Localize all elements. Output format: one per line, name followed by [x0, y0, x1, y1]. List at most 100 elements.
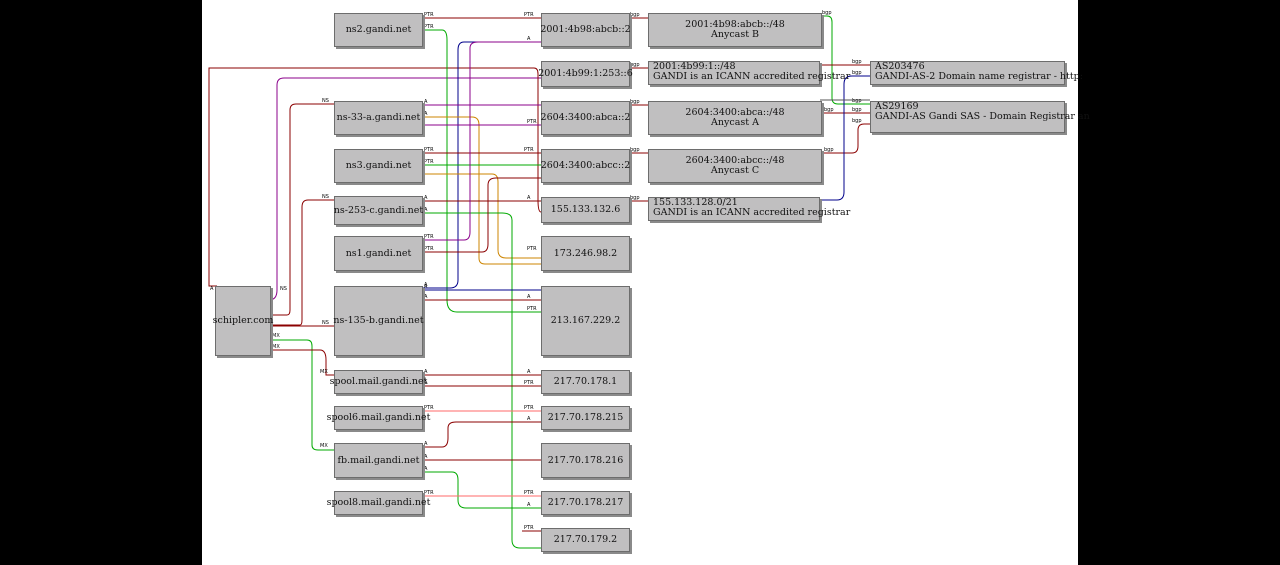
edge-ns-253c-label: NS [322, 194, 329, 200]
node-label: 217.70.178.216 [547, 454, 624, 466]
prefix-desc: GANDI is an ICANN accredited registrar [653, 71, 851, 82]
edge-ns2-a-213-label: PTR [527, 306, 537, 312]
node-label: 2001:4b99:1:253::6 [538, 68, 633, 79]
node-label: 2604:3400:abcc::2 [540, 160, 631, 171]
prefix-label: 2001:4b98:abcb::/48 [685, 19, 785, 30]
edge-ns1-ptr-label: PTR [424, 234, 434, 240]
edge-ns3-a-label: PTR [424, 159, 434, 165]
prefix-desc: GANDI is an ICANN accredited registrar [653, 207, 851, 218]
node-spool6[interactable]: spool6.mail.gandi.net [327, 406, 430, 430]
edge-spool-ptr-label: A [424, 380, 428, 386]
edge-ns33a-173-label: A [424, 111, 428, 117]
node-label: spool8.mail.gandi.net [326, 497, 431, 508]
edge-mx-fb-label: MX [320, 443, 328, 449]
prefix-label: 2604:3400:abca::/48 [685, 107, 785, 118]
node-ip-178216[interactable]: 217.70.178.216 [541, 443, 630, 478]
edge-ns3-abcc-label: PTR [424, 147, 434, 153]
node-label: 155.133.132.6 [550, 204, 621, 215]
edge-ns2-a-213-label: PTR [424, 24, 434, 30]
edge-spool8-ptr-label: PTR [424, 490, 434, 496]
as-label: AS29169 [875, 101, 919, 112]
node-ip-213[interactable]: 213.167.229.2 [541, 286, 630, 356]
edge-ns33a-ptr-label: PTR [527, 119, 537, 125]
node-label: ns-135-b.gandi.net [333, 315, 424, 326]
prefix-desc: Anycast B [710, 29, 760, 40]
node-ip-4b99[interactable]: 2001:4b99:1:253::6 [538, 61, 633, 87]
edge-fb-217 [421, 471, 541, 509]
as-label: AS203476 [875, 61, 925, 72]
edge-ns135b-213-label: A [424, 294, 428, 300]
node-ip-155[interactable]: 155.133.132.6 [541, 197, 630, 223]
edge-top-loop-label: A [210, 286, 214, 292]
node-spool8[interactable]: spool8.mail.gandi.net [327, 491, 430, 515]
node-ip-1781[interactable]: 217.70.178.1 [541, 370, 630, 394]
edge-spool8-ptr-label: PTR [524, 490, 534, 496]
node-label: ns-253-c.gandi.net [333, 204, 424, 216]
node-label: schipler.com [212, 315, 274, 326]
node-label: 173.246.98.2 [553, 247, 618, 259]
node-ns1[interactable]: ns1.gandi.net [334, 236, 423, 271]
node-ns253c[interactable]: ns-253-c.gandi.net [334, 196, 423, 225]
prefix-label: 155.133.128.0/21 [653, 197, 738, 208]
edge-ns33a-abca-label: A [424, 99, 428, 105]
node-label: spool.mail.gandi.net [329, 376, 428, 387]
edge-ns33a-173 [421, 116, 541, 265]
node-fb[interactable]: fb.mail.gandi.net [334, 443, 423, 478]
edge-bgp-4b99-label: bgp [852, 59, 862, 65]
node-ns135b[interactable]: ns-135-b.gandi.net [333, 286, 424, 356]
edge-mx-spool-label: MX [320, 369, 328, 375]
edge-ip-pfx-155-label: bgp [630, 195, 640, 201]
node-label: 217.70.179.2 [553, 534, 618, 545]
edge-fb-217-label: A [527, 502, 531, 508]
prefix-desc: Anycast C [710, 165, 760, 176]
edge-ns3-abcc-label: PTR [524, 147, 534, 153]
edge-bgp-4b98 [820, 15, 870, 105]
node-ns2[interactable]: ns2.gandi.net [334, 13, 423, 47]
edge-fb-215 [421, 421, 541, 448]
edge-bgp-abcc [820, 123, 870, 154]
node-ip-173[interactable]: 173.246.98.2 [541, 236, 630, 271]
edge-fb-215-label: A [527, 416, 531, 422]
node-label: ns2.gandi.net [345, 24, 412, 35]
edge-ip-pfx-abcc-label: bgp [630, 147, 640, 153]
node-ip-1792[interactable]: 217.70.179.2 [541, 528, 630, 552]
edge-ip4b98-a-label: A [424, 282, 428, 288]
edge-ns135b-213-label: A [527, 294, 531, 300]
node-schipler[interactable]: schipler.com [212, 286, 274, 356]
edge-fb-215-label: A [424, 441, 428, 447]
edge-mx-spool [269, 349, 334, 376]
node-ip-178217[interactable]: 217.70.178.217 [541, 491, 630, 515]
node-ip-abcc[interactable]: 2604:3400:abcc::2 [541, 149, 630, 183]
edge-spool6-ptr-label: PTR [524, 405, 534, 411]
node-label: 2604:3400:abca::2 [540, 112, 631, 123]
edge-ns253c-1792 [421, 212, 541, 549]
as-desc: GANDI-AS Gandi SAS - Domain Registrar an [875, 111, 1090, 122]
edge-fb-216-label: A [424, 454, 428, 460]
edge-top-loop [208, 67, 542, 287]
edge-spool-1781-label: A [424, 369, 428, 375]
node-ns33a[interactable]: ns-33-a.gandi.net [334, 101, 423, 135]
edge-ip-pfx-4b98-label: bgp [630, 12, 640, 18]
node-ip-178215[interactable]: 217.70.178.215 [541, 406, 630, 430]
node-ip-4b98[interactable]: 2001:4b98:abcb::2 [540, 13, 631, 47]
edge-ns135b-a-label: A [424, 284, 428, 290]
node-ip-abca[interactable]: 2604:3400:abca::2 [541, 101, 630, 135]
edge-mx-spool-label: MX [272, 344, 280, 350]
edge-ns253c-155-label: A [424, 195, 428, 201]
node-label: 2001:4b98:abcb::2 [540, 24, 631, 35]
edge-ip-pfx-abca-label: bgp [630, 99, 640, 105]
edge-bgp-4b98-label: bgp [822, 10, 832, 16]
node-label: spool6.mail.gandi.net [326, 412, 431, 423]
node-label: 217.70.178.217 [547, 497, 624, 508]
node-spool[interactable]: spool.mail.gandi.net [330, 370, 427, 394]
edge-ns3-173 [421, 173, 541, 259]
node-ns3[interactable]: ns3.gandi.net [334, 149, 423, 183]
